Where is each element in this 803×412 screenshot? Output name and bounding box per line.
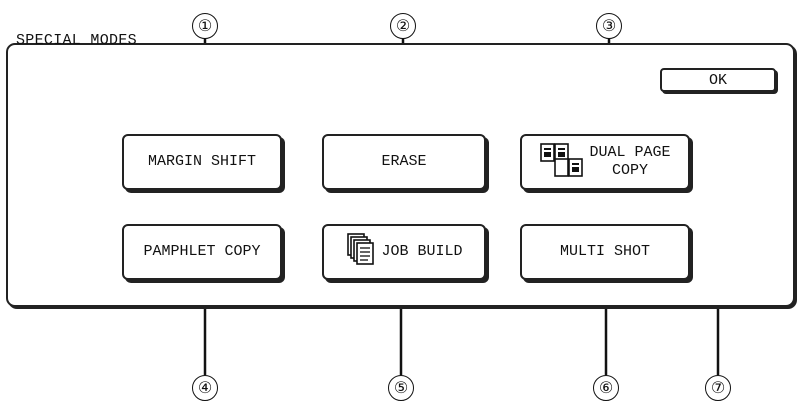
ok-button[interactable]: OK bbox=[660, 68, 776, 92]
screen-title: SPECIAL MODES bbox=[16, 32, 137, 49]
multi-shot-button[interactable]: MULTI SHOT bbox=[520, 224, 690, 280]
callout-5: ⑤ bbox=[388, 375, 414, 401]
callout-2: ② bbox=[390, 13, 416, 39]
dual-page-copy-button[interactable]: DUAL PAGE COPY bbox=[520, 134, 690, 190]
margin-shift-label: MARGIN SHIFT bbox=[147, 153, 257, 170]
callout-3: ③ bbox=[596, 13, 622, 39]
callout-6: ⑥ bbox=[593, 375, 619, 401]
multi-shot-label: MULTI SHOT bbox=[559, 243, 650, 260]
dual-page-copy-label: DUAL PAGE COPY bbox=[589, 144, 671, 179]
job-build-button[interactable]: JOB BUILD bbox=[322, 224, 486, 280]
callout-7: ⑦ bbox=[705, 375, 731, 401]
job-build-stack-icon bbox=[345, 232, 375, 273]
callout-4: ④ bbox=[192, 375, 218, 401]
dual-page-copy-icon bbox=[539, 141, 584, 184]
margin-shift-button[interactable]: MARGIN SHIFT bbox=[122, 134, 282, 190]
callout-1: ① bbox=[192, 13, 218, 39]
pamphlet-copy-label: PAMPHLET COPY bbox=[143, 243, 261, 260]
job-build-label: JOB BUILD bbox=[381, 243, 463, 260]
pamphlet-copy-button[interactable]: PAMPHLET COPY bbox=[122, 224, 282, 280]
erase-button[interactable]: ERASE bbox=[322, 134, 486, 190]
erase-label: ERASE bbox=[381, 153, 427, 170]
